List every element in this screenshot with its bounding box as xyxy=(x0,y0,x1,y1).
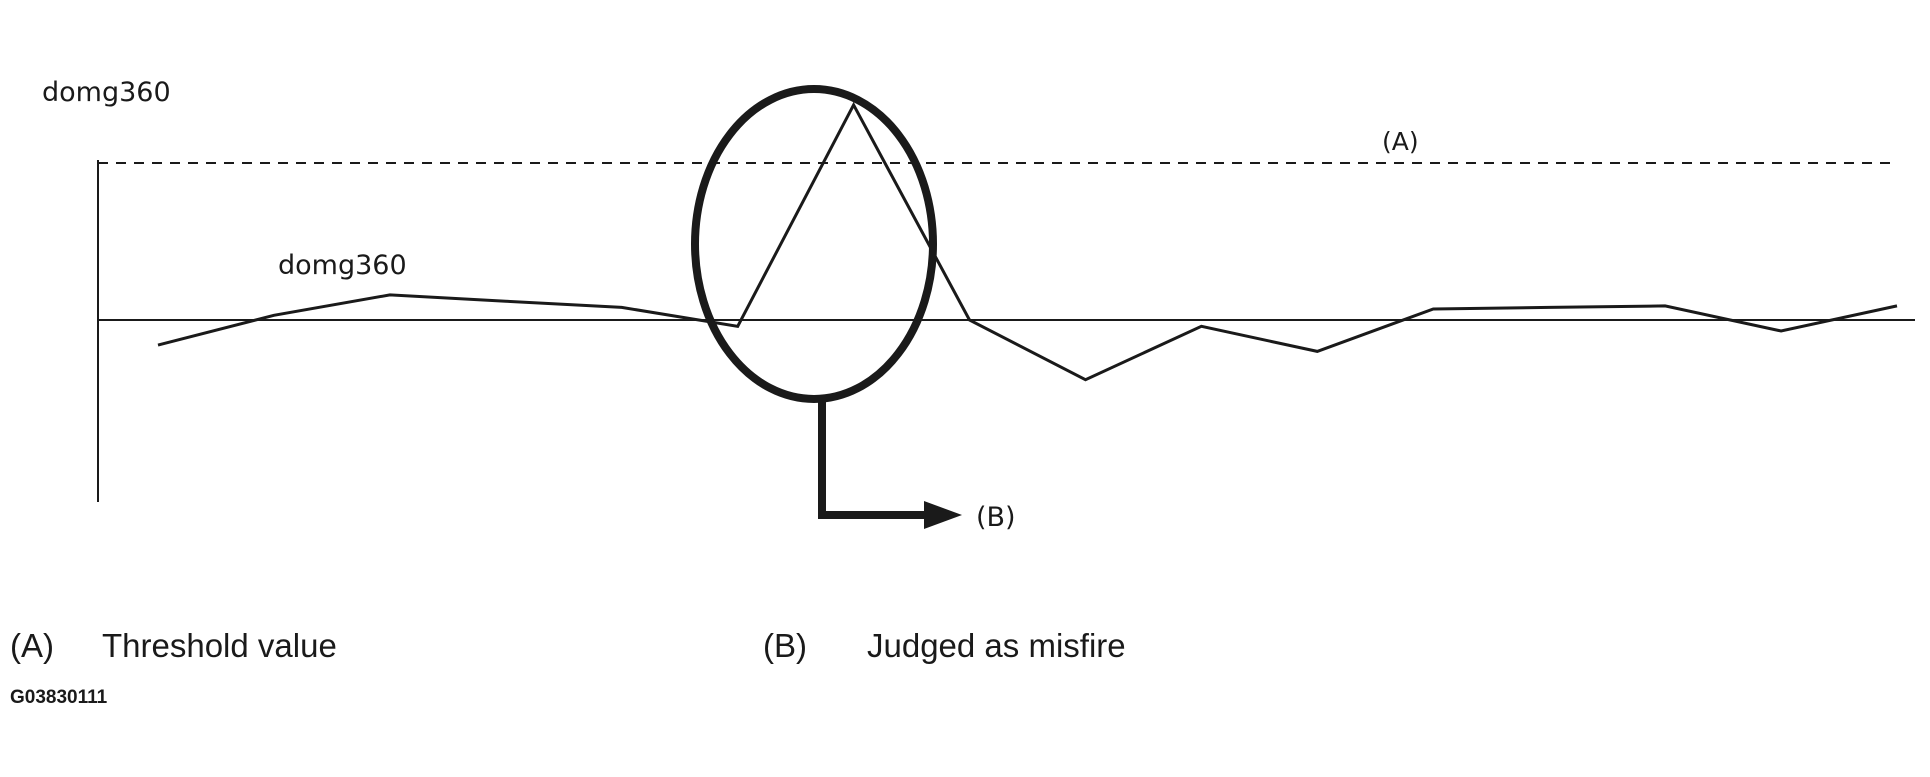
legend-item-a: (A) Threshold value xyxy=(10,629,337,662)
misfire-highlight-ellipse xyxy=(691,85,937,403)
legend-text-a: Threshold value xyxy=(102,627,337,664)
threshold-label: (A) xyxy=(1382,127,1419,156)
series-label: domg360 xyxy=(278,250,407,281)
series-line-domg360 xyxy=(157,101,1898,382)
highlight-label: (B) xyxy=(976,502,1016,533)
y-axis-label: domg360 xyxy=(42,77,171,108)
legend-item-b: (B) Judged as misfire xyxy=(763,629,1126,662)
legend-key-b: (B) xyxy=(763,627,807,664)
legend-text-b: Judged as misfire xyxy=(867,627,1126,664)
legend-key-a: (A) xyxy=(10,627,54,664)
misfire-pointer-line xyxy=(818,400,930,519)
arrow-head-icon xyxy=(924,501,962,529)
figure-id: G03830111 xyxy=(10,687,108,708)
